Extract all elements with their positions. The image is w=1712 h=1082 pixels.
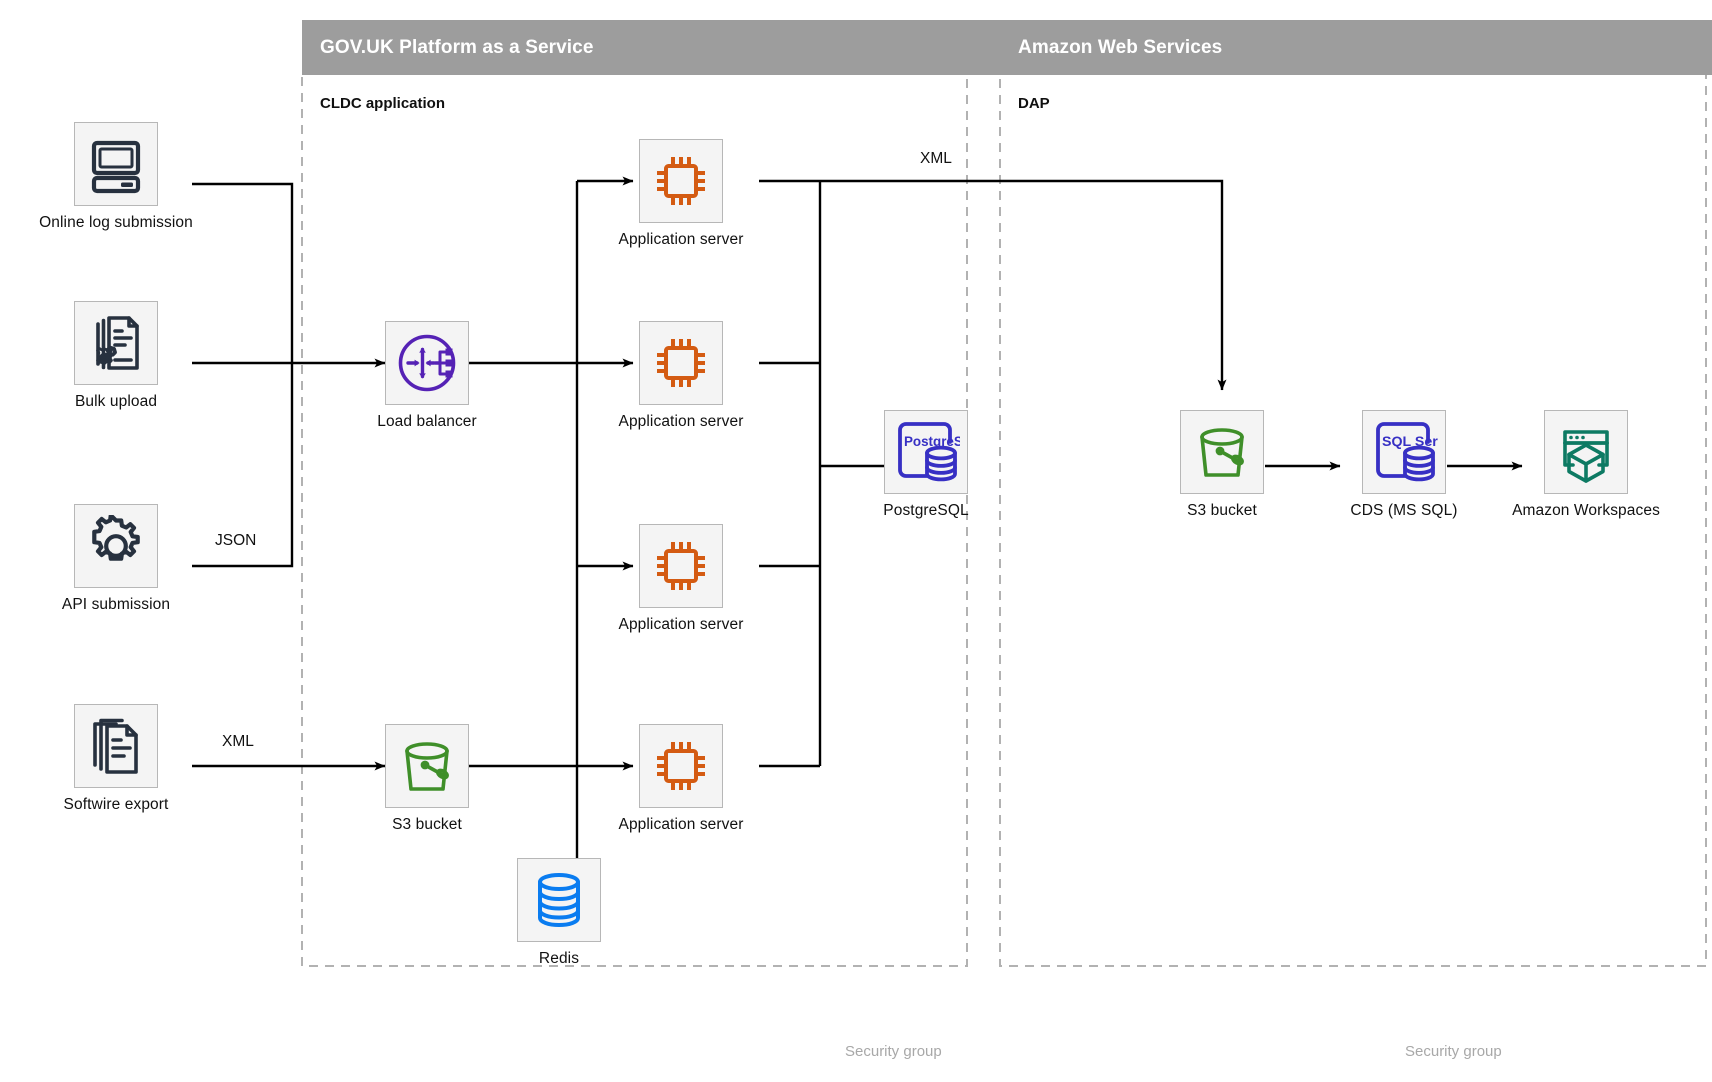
node-label: S3 bucket — [392, 816, 462, 833]
load-balancer-icon — [385, 321, 469, 405]
node-label: Application server — [618, 616, 744, 633]
zone-header-paas: GOV.UK Platform as a Service — [302, 20, 1067, 75]
node-label: Online log submission — [39, 214, 193, 231]
gear-icon — [74, 504, 158, 588]
bucket-icon — [1180, 410, 1264, 494]
document-gear-icon — [74, 301, 158, 385]
zone-header-aws: Amazon Web Services — [1000, 20, 1712, 75]
zone-sublabel-cldc: CLDC application — [320, 95, 446, 112]
node-app-server-4[interactable]: Application server — [619, 724, 743, 833]
node-cds-ms-sql[interactable]: SQL Server CDS (MS SQL) — [1350, 410, 1457, 519]
node-online-log-submission[interactable]: Online log submission — [39, 122, 193, 231]
node-label: Redis — [538, 950, 580, 967]
node-api-submission[interactable]: API submission — [62, 504, 170, 613]
stacked-documents-icon — [74, 704, 158, 788]
connector-lines — [192, 176, 1523, 900]
zone-title-paas: GOV.UK Platform as a Service — [320, 36, 594, 58]
node-label: CDS (MS SQL) — [1350, 502, 1458, 519]
json-label: JSON — [215, 532, 257, 549]
node-label: Amazon Workspaces — [1512, 502, 1660, 519]
node-label: Softwire export — [63, 796, 169, 813]
node-postgresql[interactable]: PostgreSQL PostgreSQL — [883, 410, 969, 519]
node-s3-bucket-paas[interactable]: S3 bucket — [385, 724, 469, 833]
node-label: PostgreSQL — [883, 502, 969, 519]
zone-sublabel-dap: DAP — [1018, 95, 1050, 112]
node-bulk-upload[interactable]: Bulk upload — [74, 301, 158, 410]
sql-server-icon-text: SQL Server — [1382, 434, 1438, 450]
xml-label-dap: XML — [920, 150, 952, 167]
node-app-server-3[interactable]: Application server — [619, 524, 743, 633]
node-label: Application server — [618, 231, 744, 248]
node-label: API submission — [61, 596, 171, 613]
node-label: Load balancer — [377, 413, 477, 430]
cpu-chip-icon — [639, 524, 723, 608]
node-label: Bulk upload — [74, 393, 158, 410]
cpu-chip-icon — [639, 724, 723, 808]
node-app-server-1[interactable]: Application server — [619, 139, 743, 248]
workspaces-cube-icon — [1544, 410, 1628, 494]
database-cylinder-icon — [517, 858, 601, 942]
node-label: Application server — [618, 816, 744, 833]
xml-label-softwire: XML — [222, 733, 254, 750]
postgresql-icon: PostgreSQL — [884, 410, 968, 494]
node-redis[interactable]: Redis — [517, 858, 601, 967]
postgresql-icon-text: PostgreSQL — [904, 434, 960, 449]
node-label: Application server — [618, 413, 744, 430]
node-softwire-export[interactable]: Softwire export — [64, 704, 168, 813]
bucket-icon — [385, 724, 469, 808]
node-load-balancer[interactable]: Load balancer — [377, 321, 477, 430]
cpu-chip-icon — [639, 321, 723, 405]
security-group-label-paas: Security group — [845, 1043, 942, 1060]
sql-server-icon: SQL Server — [1362, 410, 1446, 494]
security-group-label-aws: Security group — [1405, 1043, 1502, 1060]
security-group-paas-boundary — [301, 71, 968, 967]
node-s3-bucket-aws[interactable]: S3 bucket — [1180, 410, 1264, 519]
zone-title-aws: Amazon Web Services — [1018, 36, 1223, 58]
cpu-chip-icon — [639, 139, 723, 223]
node-label: S3 bucket — [1187, 502, 1257, 519]
desktop-computer-icon — [74, 122, 158, 206]
node-amazon-workspaces[interactable]: Amazon Workspaces — [1512, 410, 1660, 519]
node-app-server-2[interactable]: Application server — [619, 321, 743, 430]
